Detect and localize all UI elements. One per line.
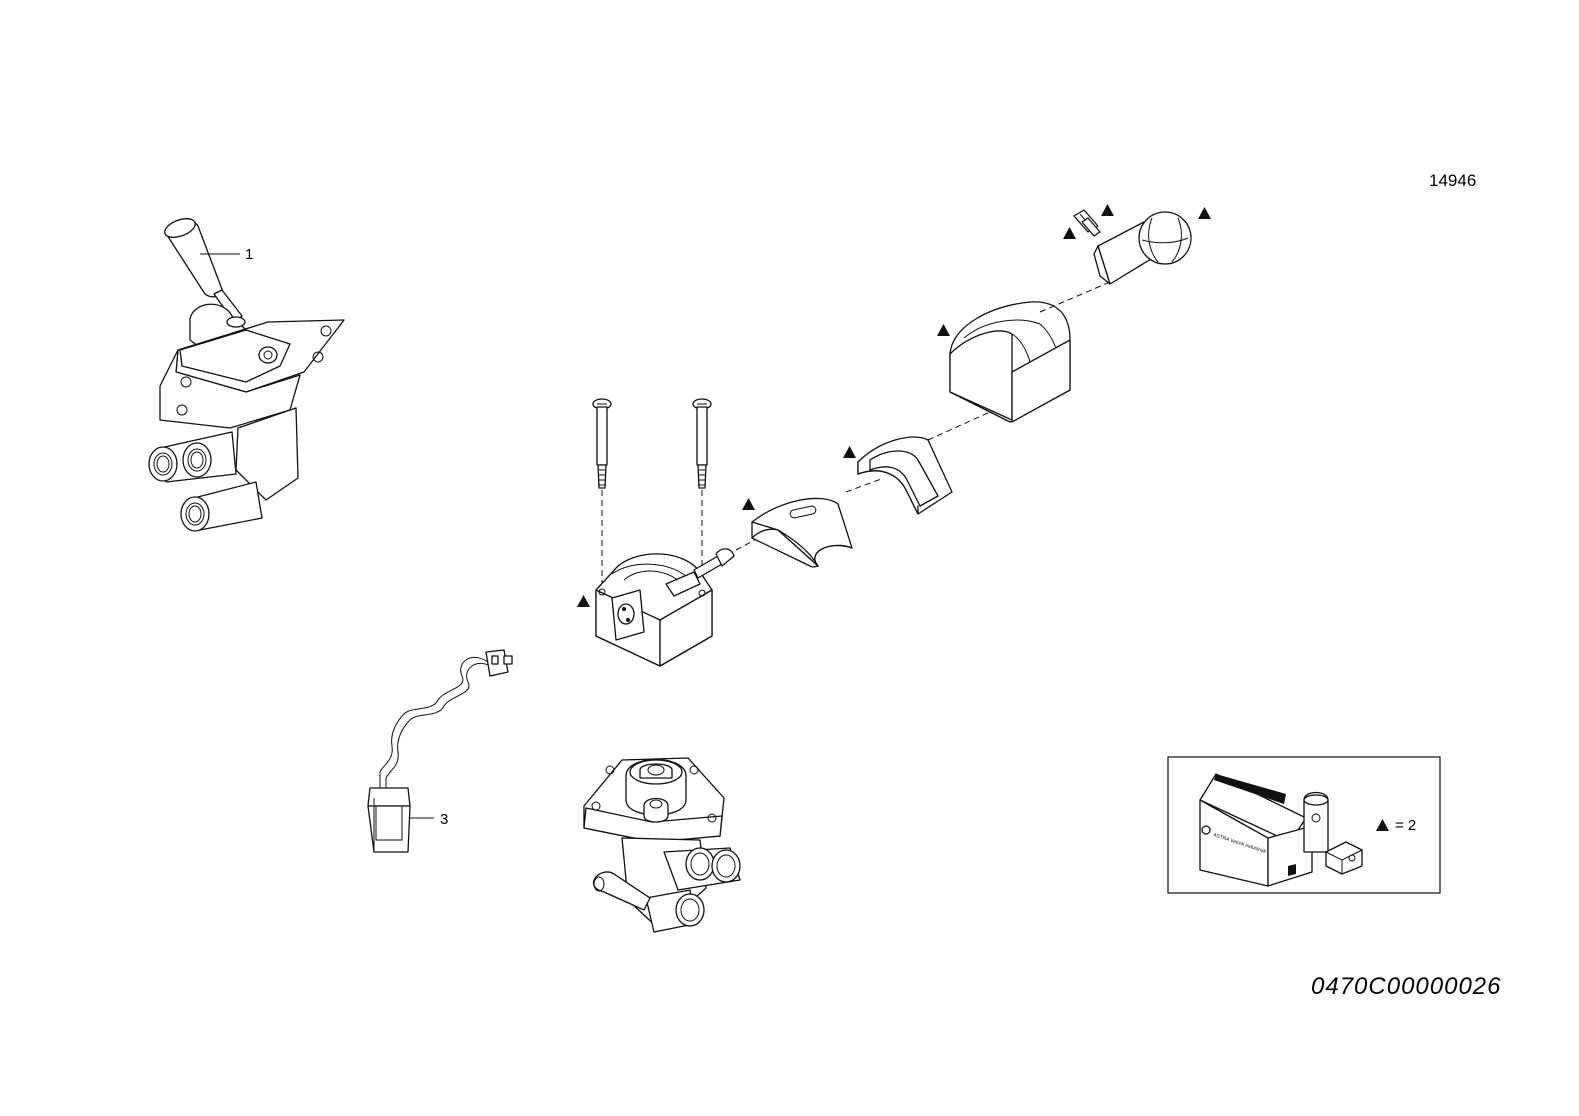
- kit-marker-icon: [1198, 207, 1211, 219]
- kit-marker-icon: [843, 446, 856, 458]
- wiring-harness: [367, 649, 513, 853]
- switch-block: [595, 548, 735, 667]
- document-code: 0470C00000026: [1311, 973, 1502, 1000]
- kit-marker-icon: [742, 498, 755, 510]
- kit-marker-icon: [937, 324, 950, 336]
- valve-body: [583, 757, 741, 933]
- screw-left: [592, 398, 612, 489]
- legend-text: = 2: [1395, 817, 1416, 834]
- callout-label-3: 3: [440, 811, 448, 828]
- kit-marker-icon: [1063, 227, 1076, 239]
- kit-marker-icon: [1101, 204, 1114, 216]
- axis-guide-3: [927, 411, 991, 441]
- lever-boot: [949, 301, 1071, 423]
- gate-plate: [857, 436, 953, 515]
- screw-right: [692, 398, 712, 489]
- knob-head: [1093, 211, 1192, 285]
- callout-label-1: 1: [245, 246, 253, 263]
- lever-valve-assembly: [148, 218, 345, 532]
- kit-markers: [577, 204, 1211, 607]
- drawing-number: 14946: [1429, 171, 1477, 190]
- kit-package-illustration: ASTRA Veicoli Industriali: [1199, 773, 1363, 887]
- carrier-plate: [751, 497, 853, 568]
- kit-marker-icon: [577, 595, 590, 607]
- legend-triangle-icon: [1376, 819, 1389, 831]
- o-rings: [1073, 209, 1101, 237]
- kit-legend-box: ASTRA Veicoli Industriali = 2: [1167, 756, 1441, 894]
- axis-guide-4: [1039, 281, 1111, 313]
